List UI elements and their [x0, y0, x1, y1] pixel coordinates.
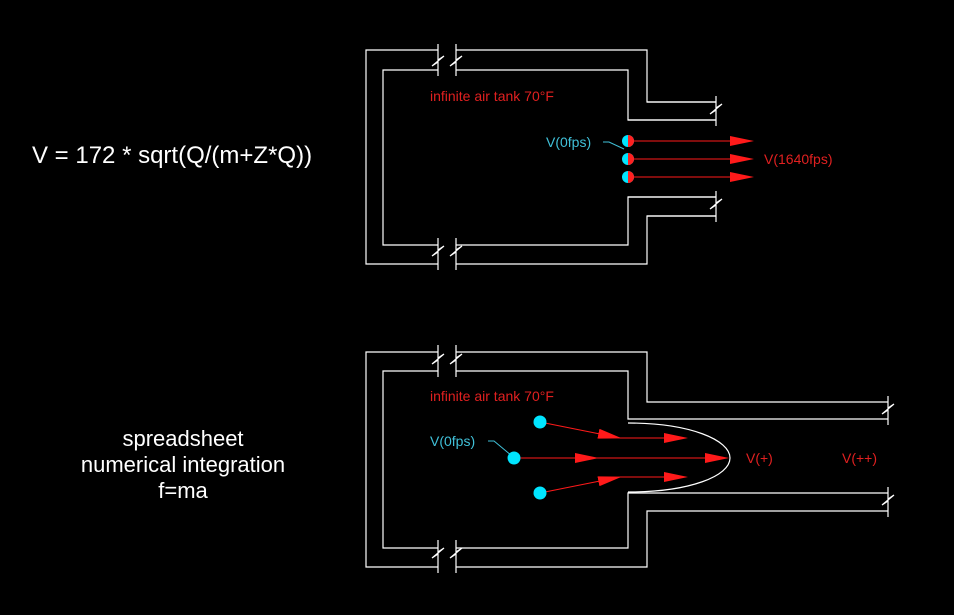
velocity-profile-curve: [627, 422, 731, 493]
top-inlet-leader: [603, 141, 625, 150]
bottom-tank: [365, 345, 895, 573]
bottom-arrow-1: [539, 421, 622, 439]
top-outlet-upper-wall: [628, 101, 716, 121]
top-outlet-lower-wall: [628, 196, 716, 217]
method-line-3: f=ma: [158, 478, 208, 503]
bottom-break-mark: [431, 540, 445, 573]
bottom-inlet-label: V(0fps): [430, 433, 475, 449]
top-tank-outer-wall: [365, 49, 716, 265]
bottom-particle-3: [533, 486, 547, 500]
bottom-break-mark: [881, 487, 895, 517]
top-particle-1: [622, 135, 634, 147]
bottom-particle-2: [507, 451, 521, 465]
bottom-break-mark: [449, 345, 463, 377]
top-flow-arrows: [628, 136, 754, 182]
bottom-break-mark: [431, 345, 445, 377]
bottom-tank-inner-wall: [382, 370, 888, 549]
bottom-break-mark: [881, 396, 895, 425]
method-note: spreadsheet numerical integration f=ma: [58, 426, 308, 504]
bottom-arrow-5: [539, 476, 622, 494]
bottom-downstream-label: V(++): [842, 450, 877, 466]
top-break-mark: [449, 44, 463, 76]
bottom-particles: [507, 415, 547, 500]
top-particles: [622, 135, 634, 183]
bottom-tank-label: infinite air tank 70°F: [430, 388, 554, 404]
top-tank-label: infinite air tank 70°F: [430, 88, 554, 104]
top-break-mark: [431, 44, 445, 76]
bottom-particle-1: [533, 415, 547, 429]
top-tank: [365, 44, 723, 270]
bottom-inlet-leader: [488, 440, 513, 457]
top-inlet-label: V(0fps): [546, 134, 591, 150]
method-line-2: numerical integration: [80, 452, 286, 477]
bottom-flow-arrows: [514, 421, 729, 494]
top-break-mark: [449, 238, 463, 270]
method-line-1: spreadsheet: [122, 426, 244, 451]
bottom-profile-label: V(+): [746, 450, 773, 466]
top-break-mark: [709, 96, 723, 126]
top-break-mark: [431, 238, 445, 270]
velocity-equation: V = 172 * sqrt(Q/(m+Z*Q)): [32, 142, 313, 169]
top-outlet-label: V(1640fps): [764, 151, 832, 167]
top-break-mark: [709, 191, 723, 222]
bottom-break-mark: [449, 540, 463, 573]
bottom-tank-outer-wall: [365, 351, 888, 568]
top-particle-3: [622, 171, 634, 183]
top-particle-2: [622, 153, 634, 165]
